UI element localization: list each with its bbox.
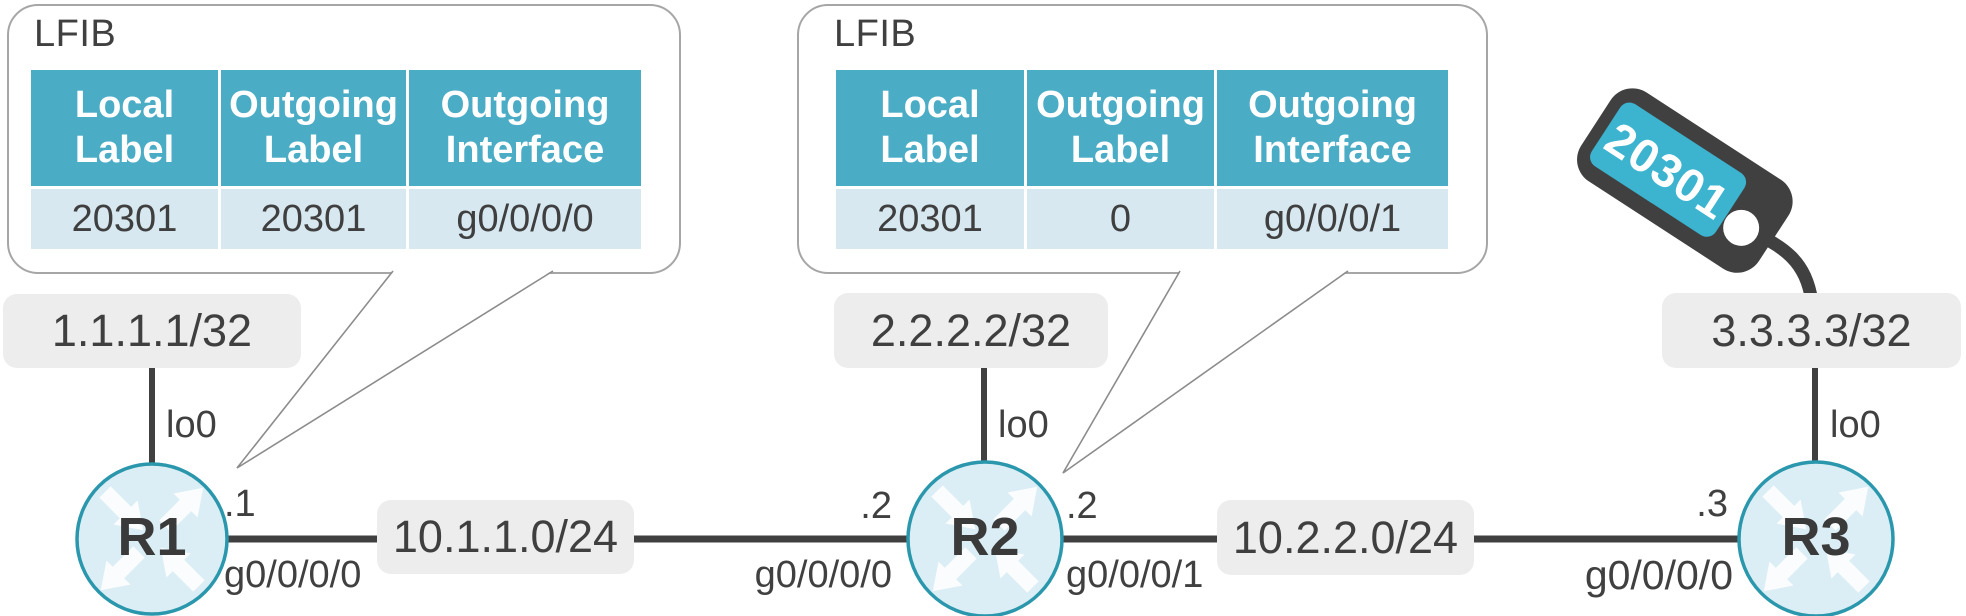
iface-label-r2-g0001: g0/0/0/1 (1066, 554, 1204, 596)
lfib-r1-local-label: 20301 (28, 186, 221, 252)
lfib-title-r2: LFIB (834, 13, 917, 55)
tag-hole (1723, 209, 1760, 246)
router-node-r1 (75, 462, 229, 616)
iface-label-r2-g0000: g0/0/0/0 (754, 554, 892, 596)
lfib-r2-outgoing-interface: g0/0/0/1 (1214, 186, 1451, 252)
iface-label-r1-g0000: g0/0/0/0 (224, 554, 362, 596)
lfib-r2-header-local-label: Local Label (833, 67, 1027, 189)
loopback-if-label-r1: lo0 (166, 404, 217, 446)
lfib-r2-outgoing-label: 0 (1024, 186, 1217, 252)
table-row: 20301 0 g0/0/0/1 (833, 186, 1451, 252)
lfib-r2-local-label: 20301 (833, 186, 1027, 252)
callout-pointer-r2 (1062, 270, 1349, 474)
router-node-r3 (1737, 460, 1895, 616)
router-name-r1: R1 (117, 507, 187, 567)
lfib-r1-header-outgoing-label: Outgoing Label (218, 67, 409, 189)
router-node-r2 (906, 460, 1064, 616)
lfib-r1-outgoing-label: 20301 (218, 186, 409, 252)
loopback-network-box-r1: 1.1.1.1/32 (3, 294, 301, 368)
lfib-r1-header-local-label: Local Label (28, 67, 221, 189)
callout-pointer-r1 (236, 270, 554, 469)
iface-label-r3-g0000: g0/0/0/0 (1584, 552, 1733, 598)
loopback-network-box-r2: 2.2.2.2/32 (834, 293, 1108, 368)
router-arrows-icon (931, 485, 1039, 593)
router-name-r3: R3 (1781, 507, 1851, 567)
addr-label-r1: .1 (224, 483, 256, 525)
addr-label-r2-left: .2 (860, 485, 892, 527)
table-row: 20301 20301 g0/0/0/0 (28, 186, 644, 252)
lfib-table-r2: Local Label Outgoing Label Outgoing Inte… (833, 67, 1451, 252)
lfib-r1-header-outgoing-interface: Outgoing Interface (406, 67, 644, 189)
tag-sticker (1590, 102, 1747, 237)
link-network-box-r2-r3: 10.2.2.0/24 (1217, 500, 1474, 575)
lfib-title-r1: LFIB (34, 13, 117, 55)
label-tag-icon: 20301 (1577, 88, 1793, 273)
lfib-r2-header-outgoing-interface: Outgoing Interface (1214, 67, 1451, 189)
router-arrows-icon (99, 486, 205, 592)
lfib-table-r1: Local Label Outgoing Label Outgoing Inte… (28, 67, 644, 252)
router-name-r2: R2 (950, 507, 1020, 567)
loopback-if-label-r2: lo0 (998, 404, 1049, 446)
loopback-if-label-r3: lo0 (1830, 404, 1881, 446)
addr-label-r2-right: .2 (1066, 485, 1098, 527)
link-network-box-r1-r2: 10.1.1.0/24 (377, 500, 634, 574)
lfib-r1-outgoing-interface: g0/0/0/0 (406, 186, 644, 252)
addr-label-r3: .3 (1696, 483, 1728, 525)
lfib-r2-header-outgoing-label: Outgoing Label (1024, 67, 1217, 189)
loopback-network-box-r3: 3.3.3.3/32 (1662, 293, 1961, 368)
router-arrows-icon (1762, 485, 1870, 593)
